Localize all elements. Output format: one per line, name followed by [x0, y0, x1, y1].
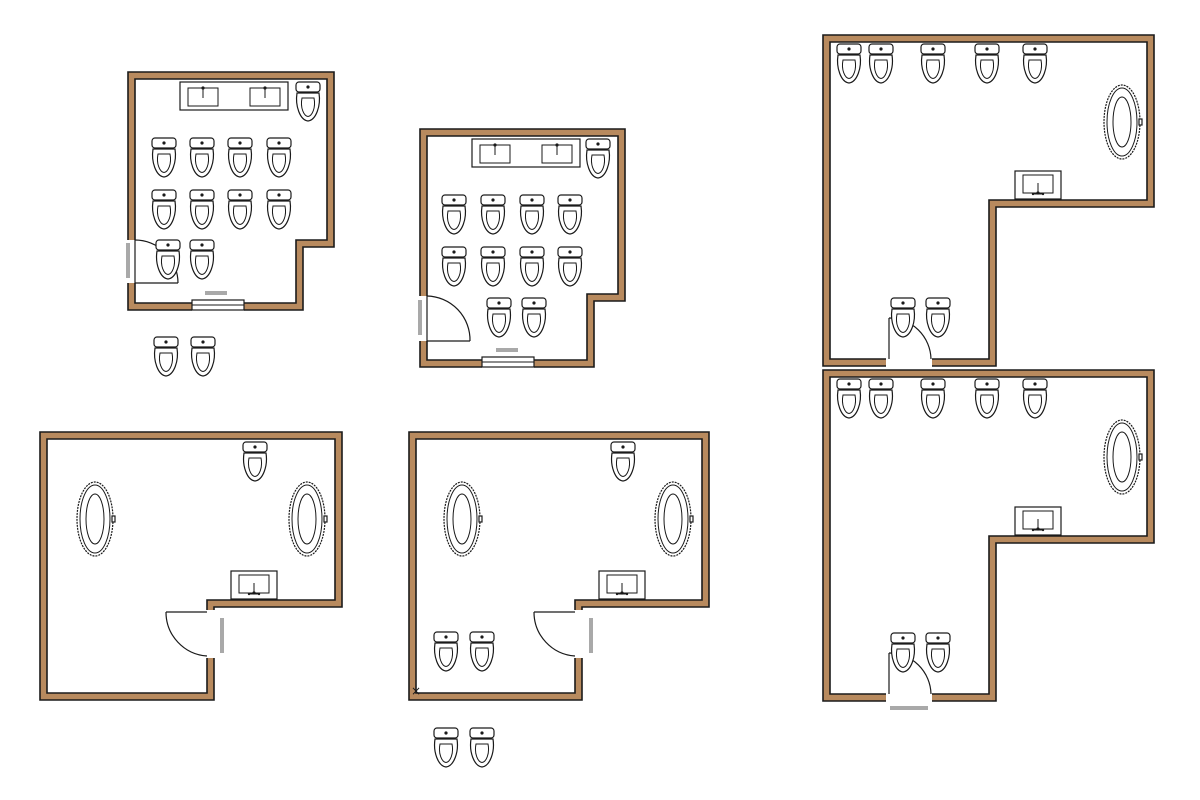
toilet — [836, 43, 862, 84]
toilet — [920, 43, 946, 84]
toilet — [189, 189, 215, 230]
window-marker — [205, 291, 227, 295]
vanity-sink — [598, 570, 646, 600]
double-vanity — [179, 81, 289, 111]
toilet — [925, 297, 951, 338]
bathtub — [1103, 419, 1143, 495]
door-swing — [426, 296, 470, 342]
room-plan-6 — [822, 369, 1155, 710]
toilet — [295, 81, 321, 122]
wall — [419, 128, 626, 368]
corner-marker: × — [411, 684, 421, 698]
room-plan-2 — [418, 128, 626, 369]
toilet — [441, 246, 467, 287]
room-plan-3 — [39, 431, 343, 701]
toilet — [1022, 378, 1048, 419]
toilet — [890, 632, 916, 673]
toilet — [480, 246, 506, 287]
toilet — [433, 631, 459, 672]
vanity-sink — [1014, 170, 1062, 200]
toilet — [836, 378, 862, 419]
room-plan-4: × — [408, 431, 710, 701]
toilet — [190, 336, 216, 377]
bathtub — [443, 481, 483, 557]
bathtub — [288, 481, 328, 557]
toilet — [189, 137, 215, 178]
door-swing — [134, 240, 178, 284]
toilet — [480, 194, 506, 235]
loose-toilets-2 — [433, 727, 495, 768]
toilet — [266, 137, 292, 178]
double-vanity — [471, 138, 581, 168]
toilet — [189, 239, 215, 280]
vanity-sink — [230, 570, 278, 600]
toilet — [925, 632, 951, 673]
toilet — [441, 194, 467, 235]
bathtub — [76, 481, 116, 557]
bathtub — [654, 481, 694, 557]
bathtub — [1103, 84, 1143, 160]
toilet — [974, 43, 1000, 84]
toilet — [151, 189, 177, 230]
toilet — [151, 137, 177, 178]
toilet — [1022, 43, 1048, 84]
room-plan-1 — [126, 71, 335, 312]
wall — [822, 369, 1155, 702]
toilet — [890, 297, 916, 338]
wall — [822, 34, 1155, 367]
wall — [408, 431, 710, 701]
wall — [39, 431, 343, 701]
toilet — [868, 378, 894, 419]
window-marker — [496, 348, 518, 352]
toilet — [610, 441, 636, 482]
toilet — [557, 246, 583, 287]
room-plan-5 — [822, 34, 1155, 374]
vanity-sink — [1014, 506, 1062, 536]
toilet — [521, 297, 547, 338]
toilet — [266, 189, 292, 230]
toilet — [469, 631, 495, 672]
wall — [127, 71, 335, 311]
toilet — [868, 43, 894, 84]
toilet — [519, 246, 545, 287]
toilet — [242, 441, 268, 482]
toilet — [920, 378, 946, 419]
loose-toilets-1 — [153, 336, 216, 377]
toilet — [227, 189, 253, 230]
toilet — [486, 297, 512, 338]
toilet — [519, 194, 545, 235]
toilet — [227, 137, 253, 178]
toilet — [974, 378, 1000, 419]
toilet — [153, 336, 179, 377]
toilet — [585, 138, 611, 179]
toilet — [469, 727, 495, 768]
toilet — [433, 727, 459, 768]
toilet — [557, 194, 583, 235]
